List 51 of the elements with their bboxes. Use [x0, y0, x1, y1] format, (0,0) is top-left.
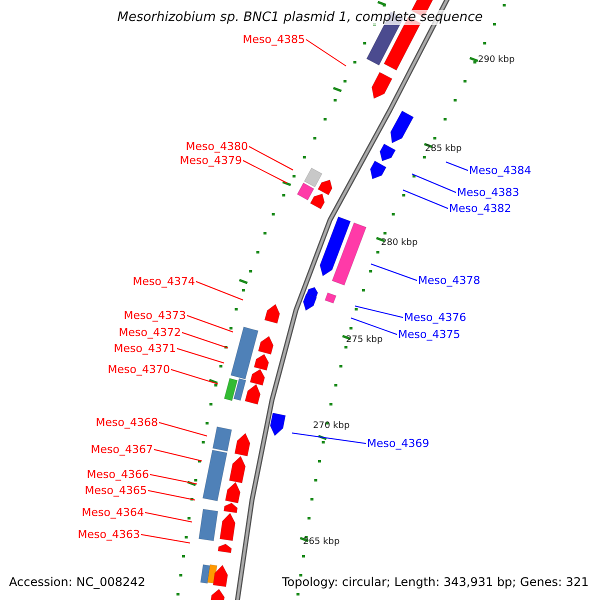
leader-line: [196, 281, 244, 300]
gene-label: Meso_4378: [418, 274, 480, 287]
leader-line: [170, 369, 218, 384]
leader-line: [306, 39, 346, 66]
leader-line: [150, 474, 198, 484]
leader-line: [144, 512, 192, 522]
scale-label: 265 kbp: [303, 537, 340, 548]
gene-label: Meso_4366: [86, 468, 149, 481]
leader-line: [158, 422, 208, 436]
leader-line: [292, 432, 366, 444]
gene-label: Meso_4373: [124, 309, 186, 322]
gene-label: Meso_4376: [404, 311, 466, 324]
gene-label: Meso_4368: [96, 416, 158, 429]
leader-line: [446, 162, 468, 171]
gene-label: Meso_4372: [118, 326, 181, 339]
leader-line: [242, 160, 288, 184]
gene-label: Meso_4383: [457, 186, 520, 199]
gene-label: Meso_4375: [398, 328, 460, 341]
leader-line: [140, 534, 190, 544]
gene-label: Meso_4384: [469, 164, 532, 177]
gene-label: Meso_4367: [90, 443, 153, 456]
gene-label: Meso_4382: [449, 202, 512, 215]
gene-label: Meso_4380: [186, 140, 248, 153]
gene-label: Meso_4371: [114, 342, 176, 355]
gene-label: Meso_4364: [82, 506, 144, 519]
gene-label: Meso_4369: [367, 437, 430, 450]
leader-line: [350, 318, 398, 335]
scale-label: 290 kbp: [478, 55, 515, 66]
scale-label: 275 kbp: [346, 335, 383, 346]
gene-label: Meso_4385: [242, 33, 305, 46]
gene-label: Meso_4374: [132, 275, 195, 288]
gene-label: Meso_4363: [78, 528, 140, 541]
title: Mesorhizobium sp. BNC1 plasmid 1, complete sequence: [117, 10, 483, 25]
leader-line: [248, 146, 294, 170]
scale-label: 285 kbp: [425, 144, 462, 155]
leader-line: [370, 264, 418, 281]
leader-line: [182, 332, 228, 348]
leader-line: [354, 306, 404, 318]
footer-text: Topology: circular; Length: 343,931 bp; Genes: 321: [282, 575, 589, 590]
leader-line: [148, 490, 196, 500]
gene-label: Meso_4379: [180, 154, 242, 167]
scale-label: 280 kbp: [381, 238, 418, 249]
gene-label: Meso_4365: [84, 484, 147, 497]
leader-line: [176, 348, 224, 364]
leader-line: [154, 449, 202, 462]
footer-text: Accession: NC_008242: [9, 575, 146, 590]
gene-label: Meso_4370: [108, 363, 170, 376]
leader-line: [402, 190, 448, 209]
leader-line: [412, 174, 456, 193]
leader-line: [186, 315, 234, 332]
scale-label: 270 kbp: [313, 421, 350, 432]
